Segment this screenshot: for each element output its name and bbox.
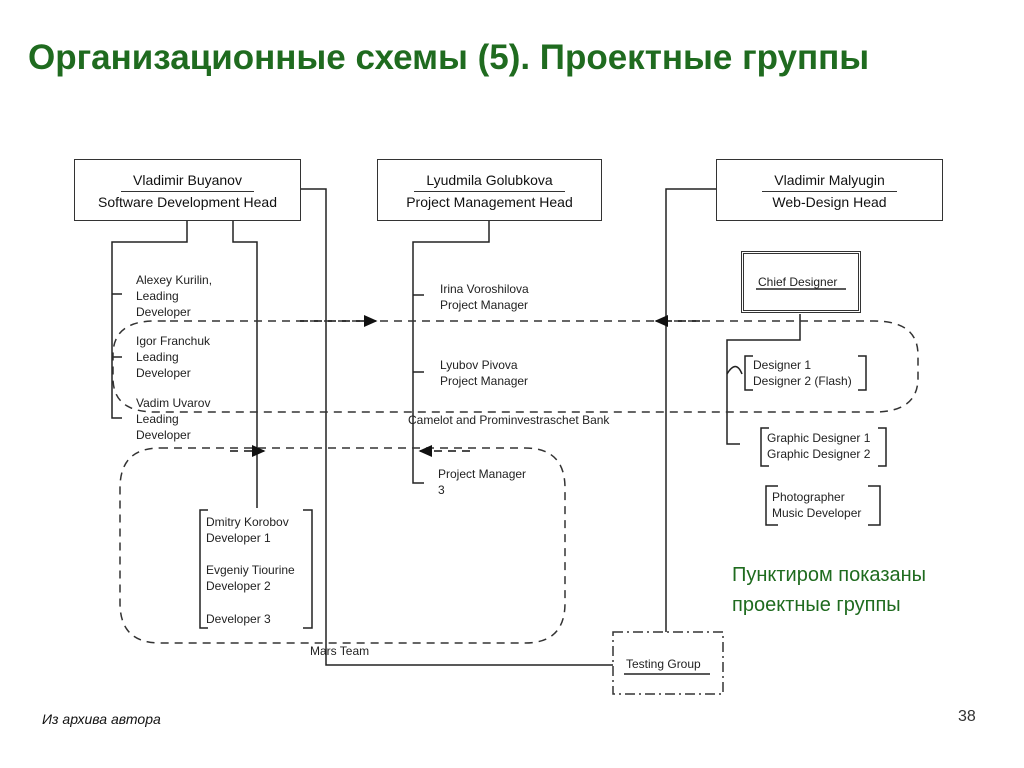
legend-note-line1: Пунктиром показаны: [732, 564, 927, 586]
page-number: 38: [958, 708, 976, 725]
bracket-designers: [744, 355, 867, 391]
head-box-software: Vladimir Buyanov Software Development He…: [74, 159, 301, 221]
developer-franchuk-role2: Developer: [136, 366, 191, 380]
developer-uvarov: Vadim Uvarov Leading Developer: [136, 395, 210, 443]
designer-2-flash: Designer 2 (Flash): [753, 374, 852, 388]
developer-uvarov-role2: Developer: [136, 428, 191, 442]
head-name-golubkova: Lyudmila Golubkova: [414, 170, 565, 192]
music-developer: Music Developer: [772, 506, 862, 520]
developer-franchuk: Igor Franchuk Leading Developer: [136, 333, 210, 381]
head-role-software: Software Development Head: [98, 194, 277, 210]
source-caption: Из архива автора: [42, 711, 161, 727]
manager-3: Project Manager 3: [438, 466, 526, 498]
head-name-buyanov: Vladimir Buyanov: [121, 170, 254, 192]
developer-kurilin: Alexey Kurilin, Leading Developer: [136, 272, 212, 320]
manager-3-role: Project Manager: [438, 467, 527, 481]
group-label-mars: Mars Team: [310, 644, 370, 658]
head-box-webdesign: Vladimir Malyugin Web-Design Head: [716, 159, 943, 221]
head-box-project: Lyudmila Golubkova Project Management He…: [377, 159, 602, 221]
manager-voroshilova: Irina Voroshilova Project Manager: [440, 281, 529, 313]
bracket-media: [765, 485, 881, 526]
group-camelot-outline: [112, 320, 919, 413]
manager-voroshilova-name: Irina Voroshilova: [440, 282, 529, 296]
developer-tiourine-role: Developer 2: [206, 579, 271, 593]
developer-franchuk-role: Leading: [136, 350, 179, 364]
head-role-project: Project Management Head: [406, 194, 573, 210]
developer-tiourine-name: Evgeniy Tiourine: [206, 563, 295, 577]
manager-pivova: Lyubov Pivova Project Manager: [440, 357, 528, 389]
connector-chief-graphic: [726, 374, 740, 445]
chief-designer-label: Chief Designer: [758, 275, 838, 289]
connector-buyanov-testing: [301, 188, 613, 666]
photographer: Photographer: [772, 490, 845, 504]
group-label-camelot: Camelot and Prominvestraschet Bank: [408, 413, 610, 427]
connector-golubkova-managers: [412, 221, 490, 484]
developer-tiourine: Evgeniy Tiourine Developer 2: [206, 562, 295, 594]
manager-pivova-role: Project Manager: [440, 374, 529, 388]
bracket-graphic: [760, 427, 887, 467]
connector-chief-designers: [726, 314, 801, 374]
bracket-developers: [199, 509, 313, 629]
slide-title: Организационные схемы (5). Проектные гру…: [28, 38, 870, 77]
graphic-designer-2: Graphic Designer 2: [767, 447, 871, 461]
connector-buyanov-leads: [111, 221, 188, 419]
head-name-malyugin: Vladimir Malyugin: [762, 170, 897, 192]
connector-buyanov-developers: [232, 221, 258, 508]
manager-3-number: 3: [438, 483, 445, 497]
developer-uvarov-role: Leading: [136, 412, 179, 426]
designer-1: Designer 1: [753, 358, 812, 372]
connector-chief-designer-group: [726, 365, 743, 375]
graphic-designer-1: Graphic Designer 1: [767, 431, 871, 445]
manager-pivova-name: Lyubov Pivova: [440, 358, 518, 372]
developer-korobov-name: Dmitry Korobov: [206, 515, 289, 529]
developer-kurilin-name: Alexey Kurilin,: [136, 273, 213, 287]
designer-group: Designer 1 Designer 2 (Flash): [753, 357, 852, 389]
legend-note-line2: проектные группы: [732, 594, 901, 616]
developer-korobov-role: Developer 1: [206, 531, 271, 545]
developer-korobov: Dmitry Korobov Developer 1: [206, 514, 289, 546]
chief-designer-box: Chief Designer: [741, 251, 861, 313]
group-label-testing: Testing Group: [626, 657, 701, 671]
head-role-webdesign: Web-Design Head: [772, 194, 887, 210]
developer-3: Developer 3: [206, 612, 271, 626]
group-mars-outline: [119, 447, 566, 644]
legend-note: Пунктиром показаны проектные группы: [732, 560, 926, 620]
manager-voroshilova-role: Project Manager: [440, 298, 529, 312]
developer-franchuk-name: Igor Franchuk: [136, 334, 211, 348]
developer-kurilin-role2: Developer: [136, 305, 191, 319]
media-group: Photographer Music Developer: [772, 489, 861, 521]
group-testing-outline: [612, 631, 724, 695]
graphic-designer-group: Graphic Designer 1 Graphic Designer 2: [767, 430, 870, 462]
developer-uvarov-name: Vadim Uvarov: [136, 396, 211, 410]
developer-kurilin-role: Leading: [136, 289, 179, 303]
connector-malyugin-testing: [665, 188, 716, 632]
